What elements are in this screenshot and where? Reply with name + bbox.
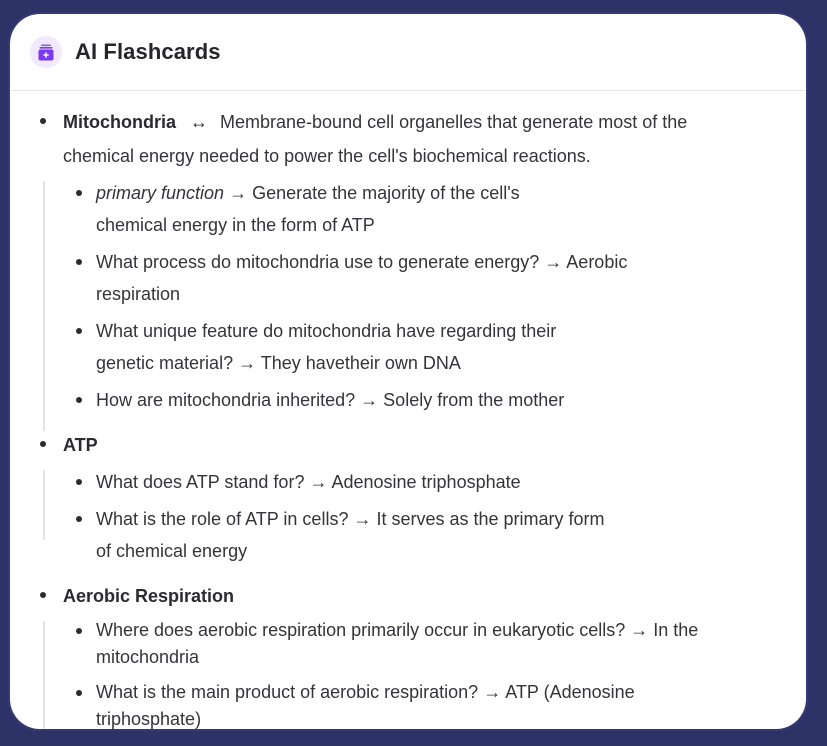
card-answer: Generate the majority of the cell's chem…: [96, 183, 520, 235]
topic-term: Aerobic Respiration: [63, 586, 235, 606]
arrow-right-icon: →: [544, 252, 563, 272]
card-answer: Solely from the mother: [383, 390, 565, 410]
bullet: [76, 328, 82, 334]
bidirectional-arrow-icon: ↔: [190, 112, 208, 132]
bullet: [76, 628, 82, 634]
flashcard-item[interactable]: What process do mitochondria use to gene…: [76, 246, 806, 310]
card-answer: Aerobic respiration: [96, 252, 628, 304]
card-question: primary function: [96, 183, 225, 203]
card-question: What unique feature do mitochondria have…: [96, 321, 557, 373]
bullet: [76, 397, 82, 403]
topic-item[interactable]: Mitochondria ↔Membrane-bound cell organel…: [10, 105, 806, 431]
arrow-right-icon: →: [360, 390, 379, 410]
card-answer: They havetheir own DNA: [260, 353, 461, 373]
card-question: How are mitochondria inherited?: [96, 390, 356, 410]
flashcard-item[interactable]: What is the role of ATP in cells? → It s…: [76, 503, 806, 567]
bullet: [76, 690, 82, 696]
flashcards-panel: AI Flashcards Mitochondria ↔Membrane-boun…: [10, 14, 806, 729]
card-question: What is the role of ATP in cells?: [96, 509, 349, 529]
card-question: What process do mitochondria use to gene…: [96, 252, 540, 272]
flashcard-list: Mitochondria ↔Membrane-bound cell organel…: [10, 91, 806, 729]
topic-term: Mitochondria: [63, 112, 176, 132]
bullet: [76, 516, 82, 522]
flashcard-item[interactable]: primary function → Generate the majority…: [76, 177, 806, 241]
flashcard-item[interactable]: What does ATP stand for? → Adenosine tri…: [76, 466, 806, 498]
topic-item[interactable]: Aerobic Respiration Where does aerobic r…: [10, 579, 806, 729]
arrow-right-icon: →: [309, 472, 328, 492]
card-list: Where does aerobic respiration primarily…: [43, 617, 806, 729]
card-question: Where does aerobic respiration primarily…: [96, 620, 626, 640]
indent-guide: [43, 621, 45, 729]
bullet: [40, 592, 46, 598]
card-list: What does ATP stand for? → Adenosine tri…: [43, 466, 806, 567]
card-question: What does ATP stand for?: [96, 472, 305, 492]
flashcard-item[interactable]: What unique feature do mitochondria have…: [76, 315, 806, 379]
flashcard-item[interactable]: Where does aerobic respiration primarily…: [76, 617, 806, 671]
bullet: [76, 479, 82, 485]
card-answer: ATP (Adenosine triphosphate): [96, 682, 635, 729]
bullet: [76, 190, 82, 196]
arrow-right-icon: →: [483, 682, 502, 702]
arrow-right-icon: →: [238, 353, 257, 373]
indent-guide: [43, 181, 45, 431]
card-question: What is the main product of aerobic resp…: [96, 682, 479, 702]
card-answer: In the mitochondria: [96, 620, 699, 667]
flashcard-stack-plus-icon: [30, 36, 62, 68]
indent-guide: [43, 470, 45, 540]
topic-term: ATP: [63, 435, 98, 455]
card-list: primary function → Generate the majority…: [43, 177, 806, 431]
arrow-right-icon: →: [353, 509, 372, 529]
panel-header: AI Flashcards: [10, 14, 806, 91]
bullet: [40, 441, 46, 447]
bullet: [40, 118, 46, 124]
flashcard-item[interactable]: What is the main product of aerobic resp…: [76, 679, 806, 729]
topic-definition: Membrane-bound cell organelles that gene…: [63, 112, 688, 166]
arrow-right-icon: →: [630, 620, 649, 640]
card-answer: It serves as the primary form of chemica…: [96, 509, 605, 561]
flashcard-item[interactable]: How are mitochondria inherited? → Solely…: [76, 384, 806, 416]
page-title: AI Flashcards: [75, 39, 221, 64]
card-answer: Adenosine triphosphate: [331, 472, 521, 492]
topic-item[interactable]: ATP What does ATP stand for? → Adenosine…: [10, 428, 806, 567]
bullet: [76, 259, 82, 265]
arrow-right-icon: →: [229, 183, 248, 203]
